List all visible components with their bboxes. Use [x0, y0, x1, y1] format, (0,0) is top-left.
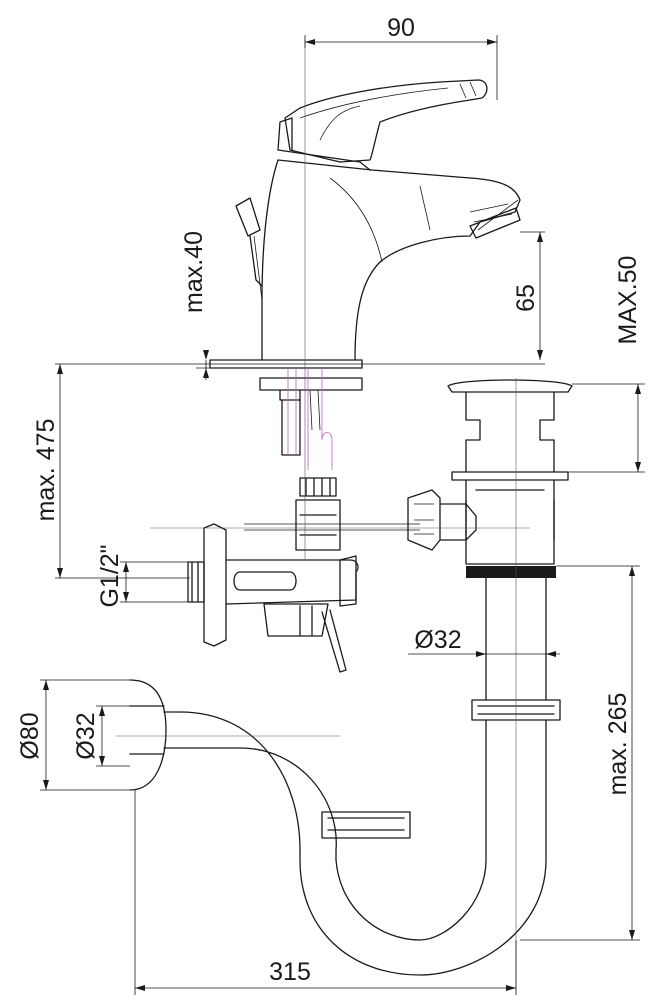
flex-hose	[287, 368, 333, 470]
hose-connector	[299, 477, 337, 497]
wall-rosette	[203, 523, 227, 647]
dim-label-dia-80: Ø80	[16, 712, 44, 759]
valve-lower-handle	[263, 603, 329, 637]
trap-riser-inner	[299, 719, 547, 976]
hose-nut	[295, 499, 341, 551]
dim-label-max-40: max.40	[180, 231, 208, 313]
popup-rod-shaft	[253, 235, 263, 301]
waste-body-upper	[465, 391, 555, 473]
valve-rod	[244, 523, 420, 531]
wall-flange	[129, 679, 167, 791]
hose-lines	[309, 389, 321, 431]
faucet-mount-stud	[281, 399, 301, 456]
faucet-base	[209, 359, 363, 369]
valve-lever	[321, 609, 347, 673]
waste-tail-ring	[466, 566, 556, 578]
trap-bend	[163, 711, 337, 861]
valve-body	[225, 559, 359, 605]
faucet-body	[261, 159, 521, 361]
trap-tail-pipe	[485, 577, 547, 701]
dim-label-max-475: max. 475	[32, 419, 60, 522]
valve-handle	[233, 571, 297, 591]
faucet-lever	[284, 79, 488, 163]
dim-label-dia-32-drain: Ø32	[414, 626, 461, 654]
dimension-lines	[40, 35, 645, 995]
overflow-fitting	[407, 489, 477, 551]
faucet-spout-detail	[329, 177, 519, 263]
dimension-labels: 90 max.40 65 MAX.50 max. 475 G1/2" Ø32 Ø…	[16, 14, 642, 986]
trap-middle-nut	[321, 811, 411, 839]
dim-label-max-50: MAX.50	[614, 256, 642, 345]
faucet-cap	[277, 117, 371, 171]
popup-rod	[235, 197, 263, 287]
valve-knob	[339, 555, 357, 607]
faucet-mount-nut	[259, 377, 363, 401]
dim-label-g12: G1/2"	[96, 544, 124, 607]
wall-stub	[129, 705, 165, 755]
faucet-aerator	[469, 207, 521, 239]
siphon-trap	[129, 577, 561, 976]
faucet-lever-detail	[299, 81, 477, 141]
trap-riser-outer	[335, 719, 487, 941]
overflow-nut-lines	[414, 503, 434, 535]
faucet	[209, 79, 521, 551]
waste-body-lower	[465, 479, 555, 565]
angle-valve	[187, 523, 420, 673]
waste-clamp	[465, 499, 555, 541]
waste-nut	[451, 471, 569, 481]
popup-waste	[407, 379, 573, 578]
dim-label-max-265: max. 265	[604, 693, 632, 796]
dim-label-65: 65	[512, 284, 540, 312]
center-lines	[116, 40, 530, 990]
dim-label-315: 315	[269, 958, 311, 986]
waste-flange	[447, 379, 573, 393]
dim-label-dia-32-wall: Ø32	[72, 712, 100, 759]
valve-thread	[187, 561, 205, 603]
dim-label-90: 90	[387, 14, 415, 42]
